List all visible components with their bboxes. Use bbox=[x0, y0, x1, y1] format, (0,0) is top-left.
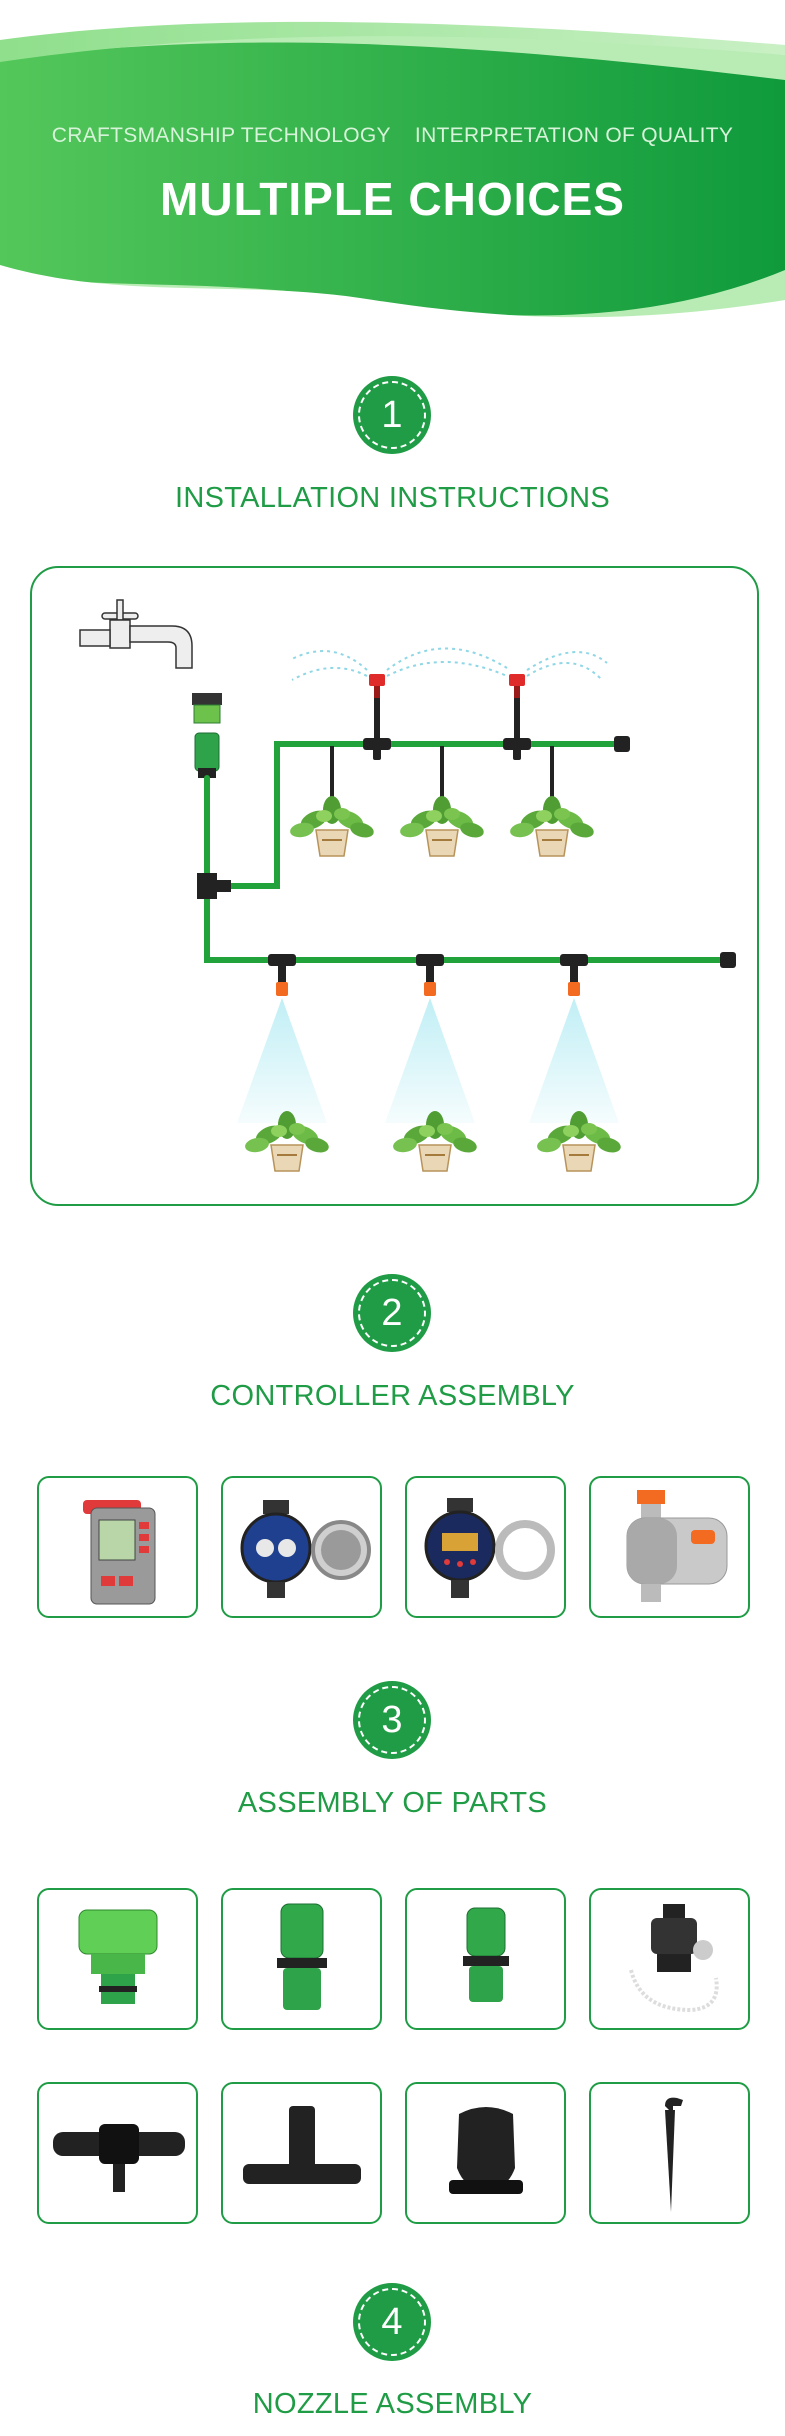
header-title: MULTIPLE CHOICES bbox=[160, 173, 625, 225]
orange-mist-nozzle-icon bbox=[237, 972, 619, 1123]
end-plug-icon bbox=[614, 736, 630, 752]
part-card-tap-adapter[interactable] bbox=[37, 1888, 198, 2030]
installation-diagram bbox=[30, 566, 759, 1206]
tap-adapter-icon bbox=[78, 1909, 158, 2004]
adapter-icon bbox=[192, 693, 222, 724]
inline-tee-icon bbox=[53, 2124, 185, 2192]
controller-card-lcd-timer[interactable] bbox=[37, 1476, 198, 1618]
part-card-ground-stake[interactable] bbox=[589, 2082, 750, 2224]
installation-diagram-drawing bbox=[79, 599, 736, 1172]
section-1-badge: 1 bbox=[353, 376, 431, 454]
part-card-inline-tee[interactable] bbox=[37, 2082, 198, 2224]
faucet-adapter-icon bbox=[629, 1904, 719, 2013]
section-3-title: ASSEMBLY OF PARTS bbox=[237, 1787, 548, 1819]
part-card-pipe-clip[interactable] bbox=[405, 2082, 566, 2224]
section-1-title: INSTALLATION INSTRUCTIONS bbox=[174, 482, 611, 514]
green-wave-background bbox=[0, 21, 785, 345]
quick-connector-icon bbox=[277, 1903, 327, 2010]
potted-plant-icon bbox=[287, 795, 597, 857]
quick-connector-icon bbox=[194, 732, 220, 778]
pipe-clip-icon bbox=[449, 2107, 523, 2194]
section-4-title: NOZZLE ASSEMBLY bbox=[252, 2388, 533, 2420]
grey-tap-timer-icon bbox=[626, 1490, 728, 1602]
barbed-tee-icon bbox=[243, 2106, 361, 2184]
header-banner: CRAFTSMANSHIP TECHNOLOGY INTERPRETATION … bbox=[0, 0, 785, 345]
red-nozzle-icon bbox=[369, 674, 525, 738]
tee-icon bbox=[197, 873, 231, 899]
ground-stake-icon bbox=[665, 2097, 683, 2212]
part-card-barbed-tee[interactable] bbox=[221, 2082, 382, 2224]
controller-card-grey-tap-timer[interactable] bbox=[589, 1476, 750, 1618]
section-2-badge: 2 bbox=[353, 1274, 431, 1352]
part-card-quick-connector[interactable] bbox=[221, 1888, 382, 2030]
section-1-number: 1 bbox=[381, 394, 403, 436]
header-subtitle: CRAFTSMANSHIP TECHNOLOGY INTERPRETATION … bbox=[51, 124, 734, 147]
section-4-badge: 4 bbox=[353, 2283, 431, 2361]
lcd-timer-icon bbox=[83, 1500, 156, 1605]
controller-card-ball-valve-timer[interactable] bbox=[221, 1476, 382, 1618]
part-card-faucet-adapter[interactable] bbox=[589, 1888, 750, 2030]
section-2-number: 2 bbox=[381, 1292, 403, 1334]
digital-ball-timer-icon bbox=[424, 1498, 555, 1598]
faucet-icon bbox=[79, 599, 193, 669]
part-card-quick-connector-small[interactable] bbox=[405, 1888, 566, 2030]
quick-connector-small-icon bbox=[463, 1907, 509, 2002]
section-3-badge: 3 bbox=[353, 1681, 431, 1759]
section-4-number: 4 bbox=[381, 2301, 403, 2343]
section-3-number: 3 bbox=[381, 1699, 403, 1741]
controller-card-digital-ball-timer[interactable] bbox=[405, 1476, 566, 1618]
ball-valve-timer-icon bbox=[240, 1500, 371, 1598]
section-2-title: CONTROLLER ASSEMBLY bbox=[210, 1380, 575, 1412]
